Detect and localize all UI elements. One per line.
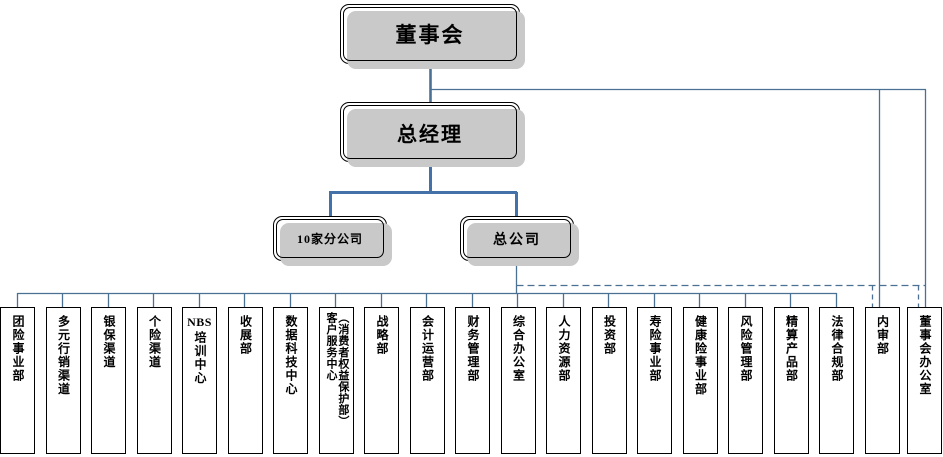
dept-label: 财务管理部: [465, 315, 480, 383]
dept-box-nbs-training-center[interactable]: NBS 培训中心: [182, 307, 217, 454]
dept-label: 多元行销渠道: [56, 315, 71, 396]
dept-box-financial-management[interactable]: 财务管理部: [455, 307, 490, 454]
node-general-manager[interactable]: 总经理: [340, 102, 525, 167]
dept-box-life-insurance[interactable]: 寿险事业部: [637, 307, 672, 454]
dept-label-stack: NBS 培训中心: [187, 315, 212, 385]
dept-box-accounting-operations[interactable]: 会计运营部: [409, 307, 445, 454]
node-headquarters-label: 总公司: [493, 232, 541, 248]
dept-box-bancassurance[interactable]: 银保渠道: [91, 307, 126, 454]
dept-label: 法律合规部: [829, 315, 844, 383]
dept-box-board-office[interactable]: 董事会办公室: [907, 307, 942, 454]
dept-box-health-insurance[interactable]: 健康险事业部: [682, 307, 718, 454]
dept-box-customer-service-center[interactable]: （消费者权益保护部） 客户服务中心: [318, 307, 354, 454]
dept-box-general-office[interactable]: 综合办公室: [500, 307, 536, 454]
dept-label: 内审部: [875, 315, 890, 356]
dept-box-investment[interactable]: 投资部: [591, 307, 627, 454]
dept-label: 投资部: [602, 315, 617, 356]
dept-label: 数据科技中心: [283, 315, 298, 396]
dept-label: 精算产品部: [784, 315, 799, 383]
dept-label-latin: NBS: [187, 315, 212, 329]
dept-label-left-column: 客户服务中心: [325, 312, 337, 381]
dept-label: 人力资源部: [556, 315, 571, 383]
dept-label: 团险事业部: [10, 315, 25, 383]
dept-box-group-insurance[interactable]: 团险事业部: [0, 307, 35, 454]
dept-box-strategy[interactable]: 战略部: [364, 307, 399, 454]
wire-department-drops: [16, 293, 838, 307]
dept-label: 培训中心: [192, 331, 207, 385]
dept-label: 银保渠道: [101, 315, 116, 369]
dept-label: 董事会办公室: [917, 315, 932, 396]
dept-label: 健康险事业部: [693, 315, 708, 396]
node-board-of-directors[interactable]: 董事会: [340, 4, 525, 69]
dept-label: 战略部: [374, 315, 389, 356]
dept-label: 会计运营部: [420, 315, 435, 383]
dept-label: 寿险事业部: [647, 315, 662, 383]
node-branch-companies[interactable]: 10家分公司: [273, 216, 392, 266]
dept-box-risk-management[interactable]: 风险管理部: [728, 307, 763, 454]
dept-label: 收展部: [238, 315, 253, 356]
node-branch-companies-label: 10家分公司: [296, 232, 363, 246]
node-headquarters[interactable]: 总公司: [460, 216, 579, 266]
dept-box-internal-audit[interactable]: 内审部: [864, 307, 900, 454]
dept-box-data-technology-center[interactable]: 数据科技中心: [273, 307, 308, 454]
dept-box-recruitment-development[interactable]: 收展部: [227, 307, 263, 454]
dept-box-actuarial-product[interactable]: 精算产品部: [773, 307, 809, 454]
dept-box-individual-insurance[interactable]: 个险渠道: [136, 307, 172, 454]
dept-label: 风险管理部: [738, 315, 753, 383]
dept-box-legal-compliance[interactable]: 法律合规部: [819, 307, 854, 454]
dept-box-human-resources[interactable]: 人力资源部: [546, 307, 581, 454]
dept-label-right-column: （消费者权益保护部）: [336, 312, 349, 427]
dept-label: 个险渠道: [147, 315, 162, 369]
dept-box-diversified-marketing[interactable]: 多元行销渠道: [45, 307, 81, 454]
node-board-of-directors-label: 董事会: [395, 23, 465, 47]
node-general-manager-label: 总经理: [397, 123, 463, 146]
dept-label: 综合办公室: [511, 315, 526, 383]
